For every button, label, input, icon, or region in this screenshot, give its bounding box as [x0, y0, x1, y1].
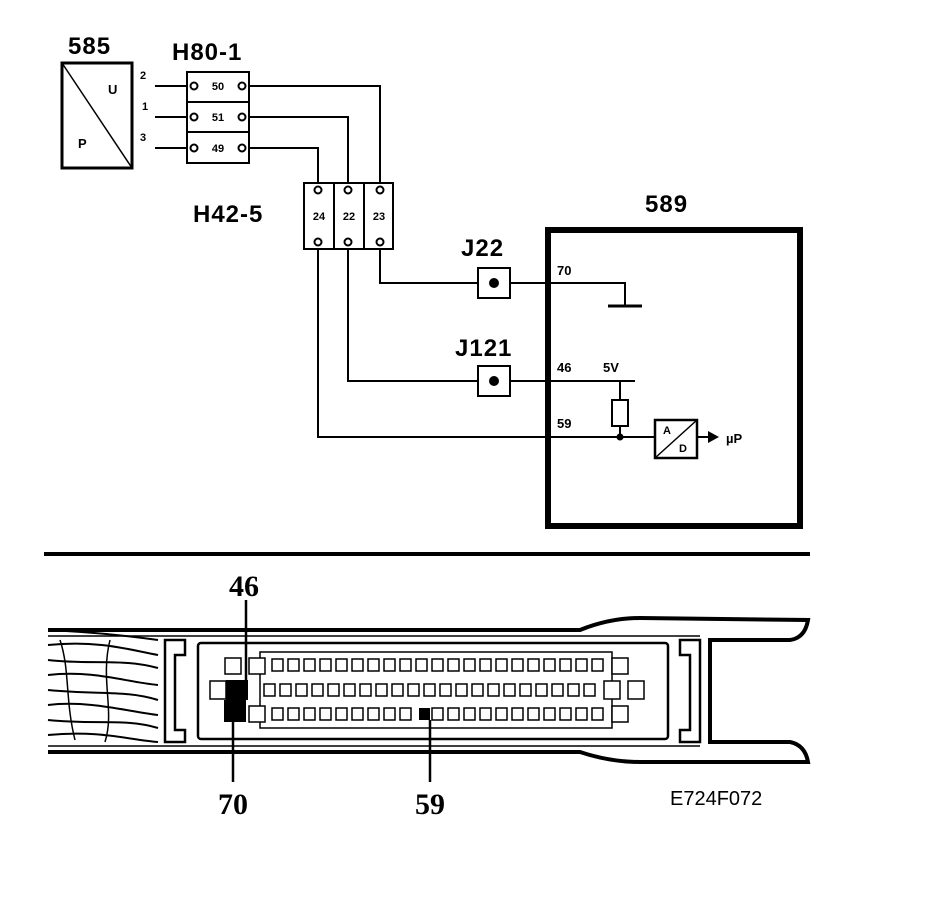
sensor-letter-p: P: [78, 136, 87, 151]
callout-70: 70: [218, 788, 248, 821]
pin-59-highlight: [419, 708, 430, 720]
connector-h80-label: H80-1: [172, 39, 242, 66]
ecu-voltage-label: 5V: [603, 360, 619, 375]
sensor-pin-3: 3: [140, 132, 146, 144]
callout-59: 59: [415, 788, 445, 821]
ecu-connector-drawing: [47, 615, 811, 764]
arrow-right-icon: [708, 431, 719, 443]
ecu-589-box: [545, 227, 803, 529]
j121-node-icon: [489, 376, 499, 386]
wire-23-j22: [379, 245, 478, 284]
junction-j22-label: J22: [461, 235, 504, 262]
sensor-letter-u: U: [108, 82, 117, 97]
sensor-label: 585: [68, 33, 111, 60]
figure-reference: E724F072: [670, 788, 762, 810]
connector-h42-label: H42-5: [193, 201, 263, 228]
sensor-pin-2: 2: [140, 70, 146, 82]
h80-pin-50: 50: [212, 81, 224, 93]
microprocessor-label: µP: [726, 431, 742, 446]
wire-51-22: [246, 116, 349, 186]
pin-70-highlight: [224, 700, 246, 722]
h42-pin-22: 22: [343, 211, 355, 223]
ecu-pin-46: 46: [557, 360, 571, 375]
wire-j22-ground: [510, 282, 626, 306]
wire-22-j121: [347, 245, 478, 382]
callout-46: 46: [229, 570, 259, 603]
adc-letter-a: A: [663, 425, 671, 437]
h80-pin-51: 51: [212, 112, 224, 124]
wire-24-adc: [317, 245, 655, 438]
adc-letter-d: D: [679, 443, 687, 455]
h80-pin-49: 49: [212, 143, 224, 155]
ecu-pin-70: 70: [557, 263, 571, 278]
pin-grid: [209, 657, 645, 723]
resistor-icon: [611, 399, 629, 427]
harness-hatch: [47, 629, 159, 743]
sensor-pin-1: 1: [142, 101, 148, 113]
ecu-pin-59: 59: [557, 416, 571, 431]
j22-node-icon: [489, 278, 499, 288]
sensor-585: [60, 61, 134, 170]
connector-h42-5: [303, 182, 394, 250]
wire-49-24: [246, 147, 319, 186]
pin-46-highlight: [226, 680, 248, 700]
connector-h80-1: [186, 71, 250, 164]
h42-pin-23: 23: [373, 211, 385, 223]
adc-converter: [653, 418, 699, 460]
wire-50-23: [246, 85, 381, 186]
node-dot-icon: [616, 433, 624, 441]
h42-pin-24: 24: [313, 211, 326, 223]
junction-j121-label: J121: [455, 335, 512, 362]
ecu-label: 589: [645, 191, 688, 218]
